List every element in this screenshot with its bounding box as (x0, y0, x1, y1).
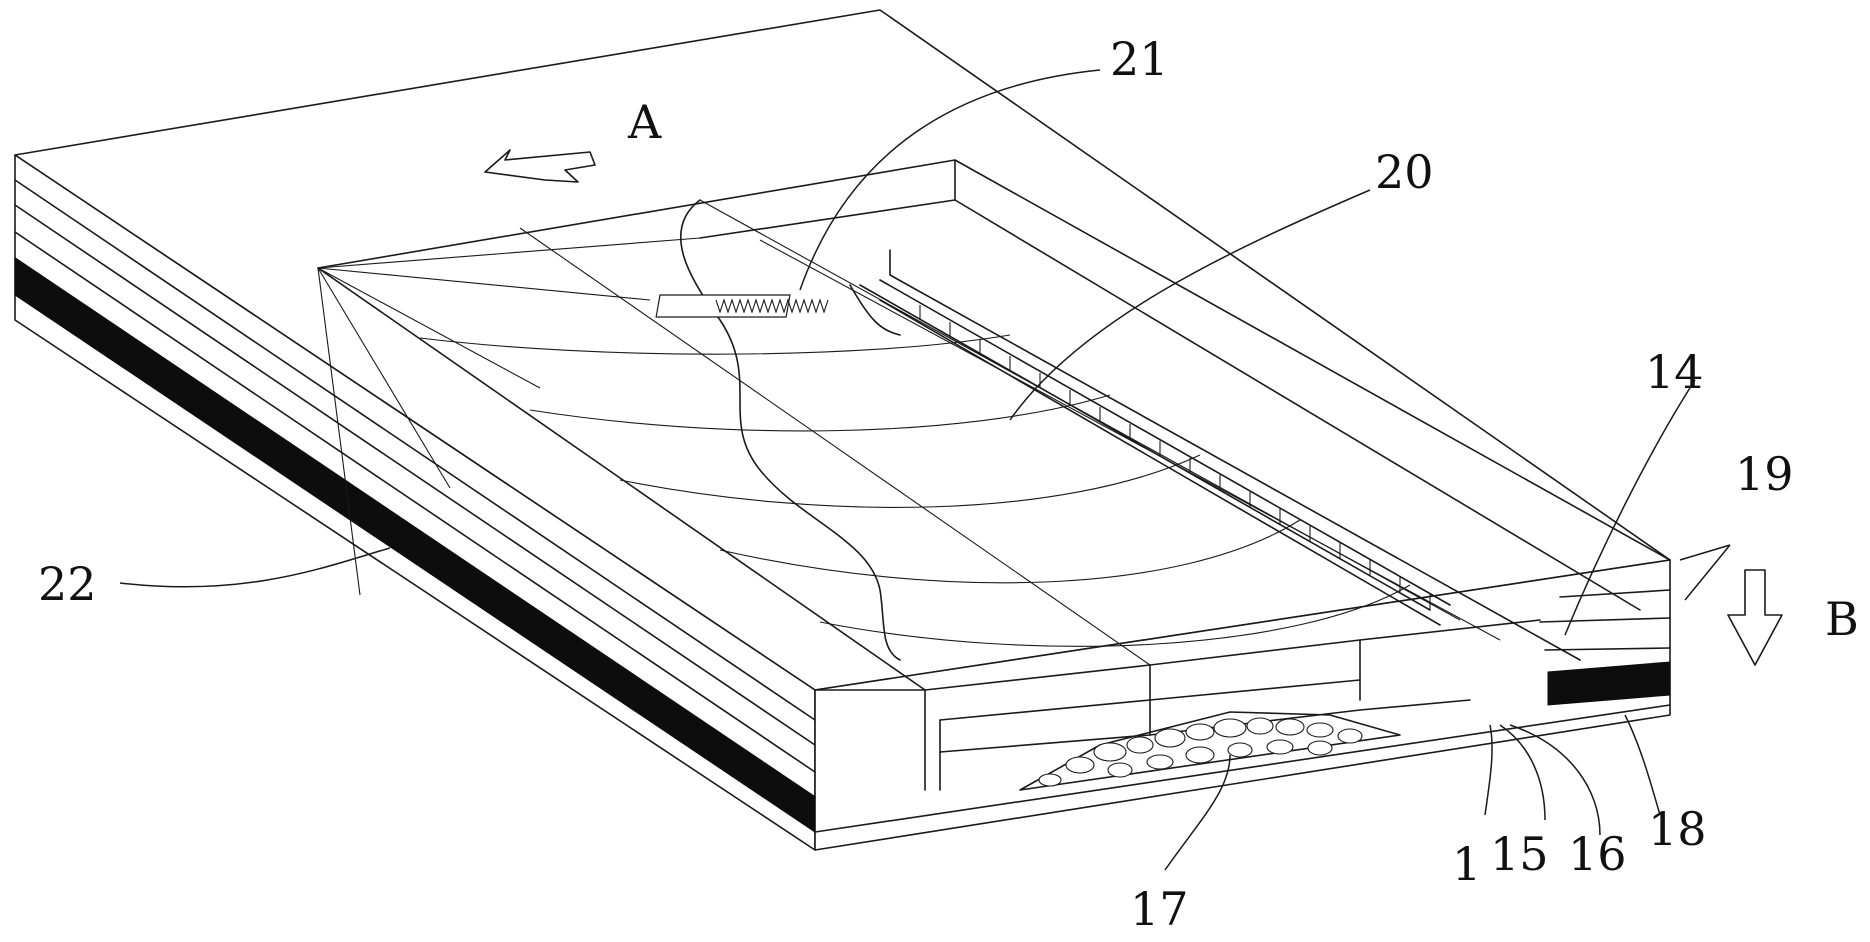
arrow-b-icon (1728, 570, 1782, 665)
callout-16: 16 (1568, 827, 1627, 881)
callout-b: B (1825, 592, 1859, 646)
callout-a: A (627, 95, 662, 149)
callout-18: 18 (1648, 802, 1707, 856)
callout-1: 1 (1452, 837, 1481, 891)
callout-19: 19 (1735, 447, 1794, 501)
callout-14: 14 (1645, 345, 1704, 399)
callout-22: 22 (38, 557, 97, 611)
callout-15: 15 (1490, 827, 1549, 881)
callout-21: 21 (1110, 32, 1169, 86)
callout-20: 20 (1375, 145, 1434, 199)
callout-17: 17 (1130, 882, 1189, 936)
